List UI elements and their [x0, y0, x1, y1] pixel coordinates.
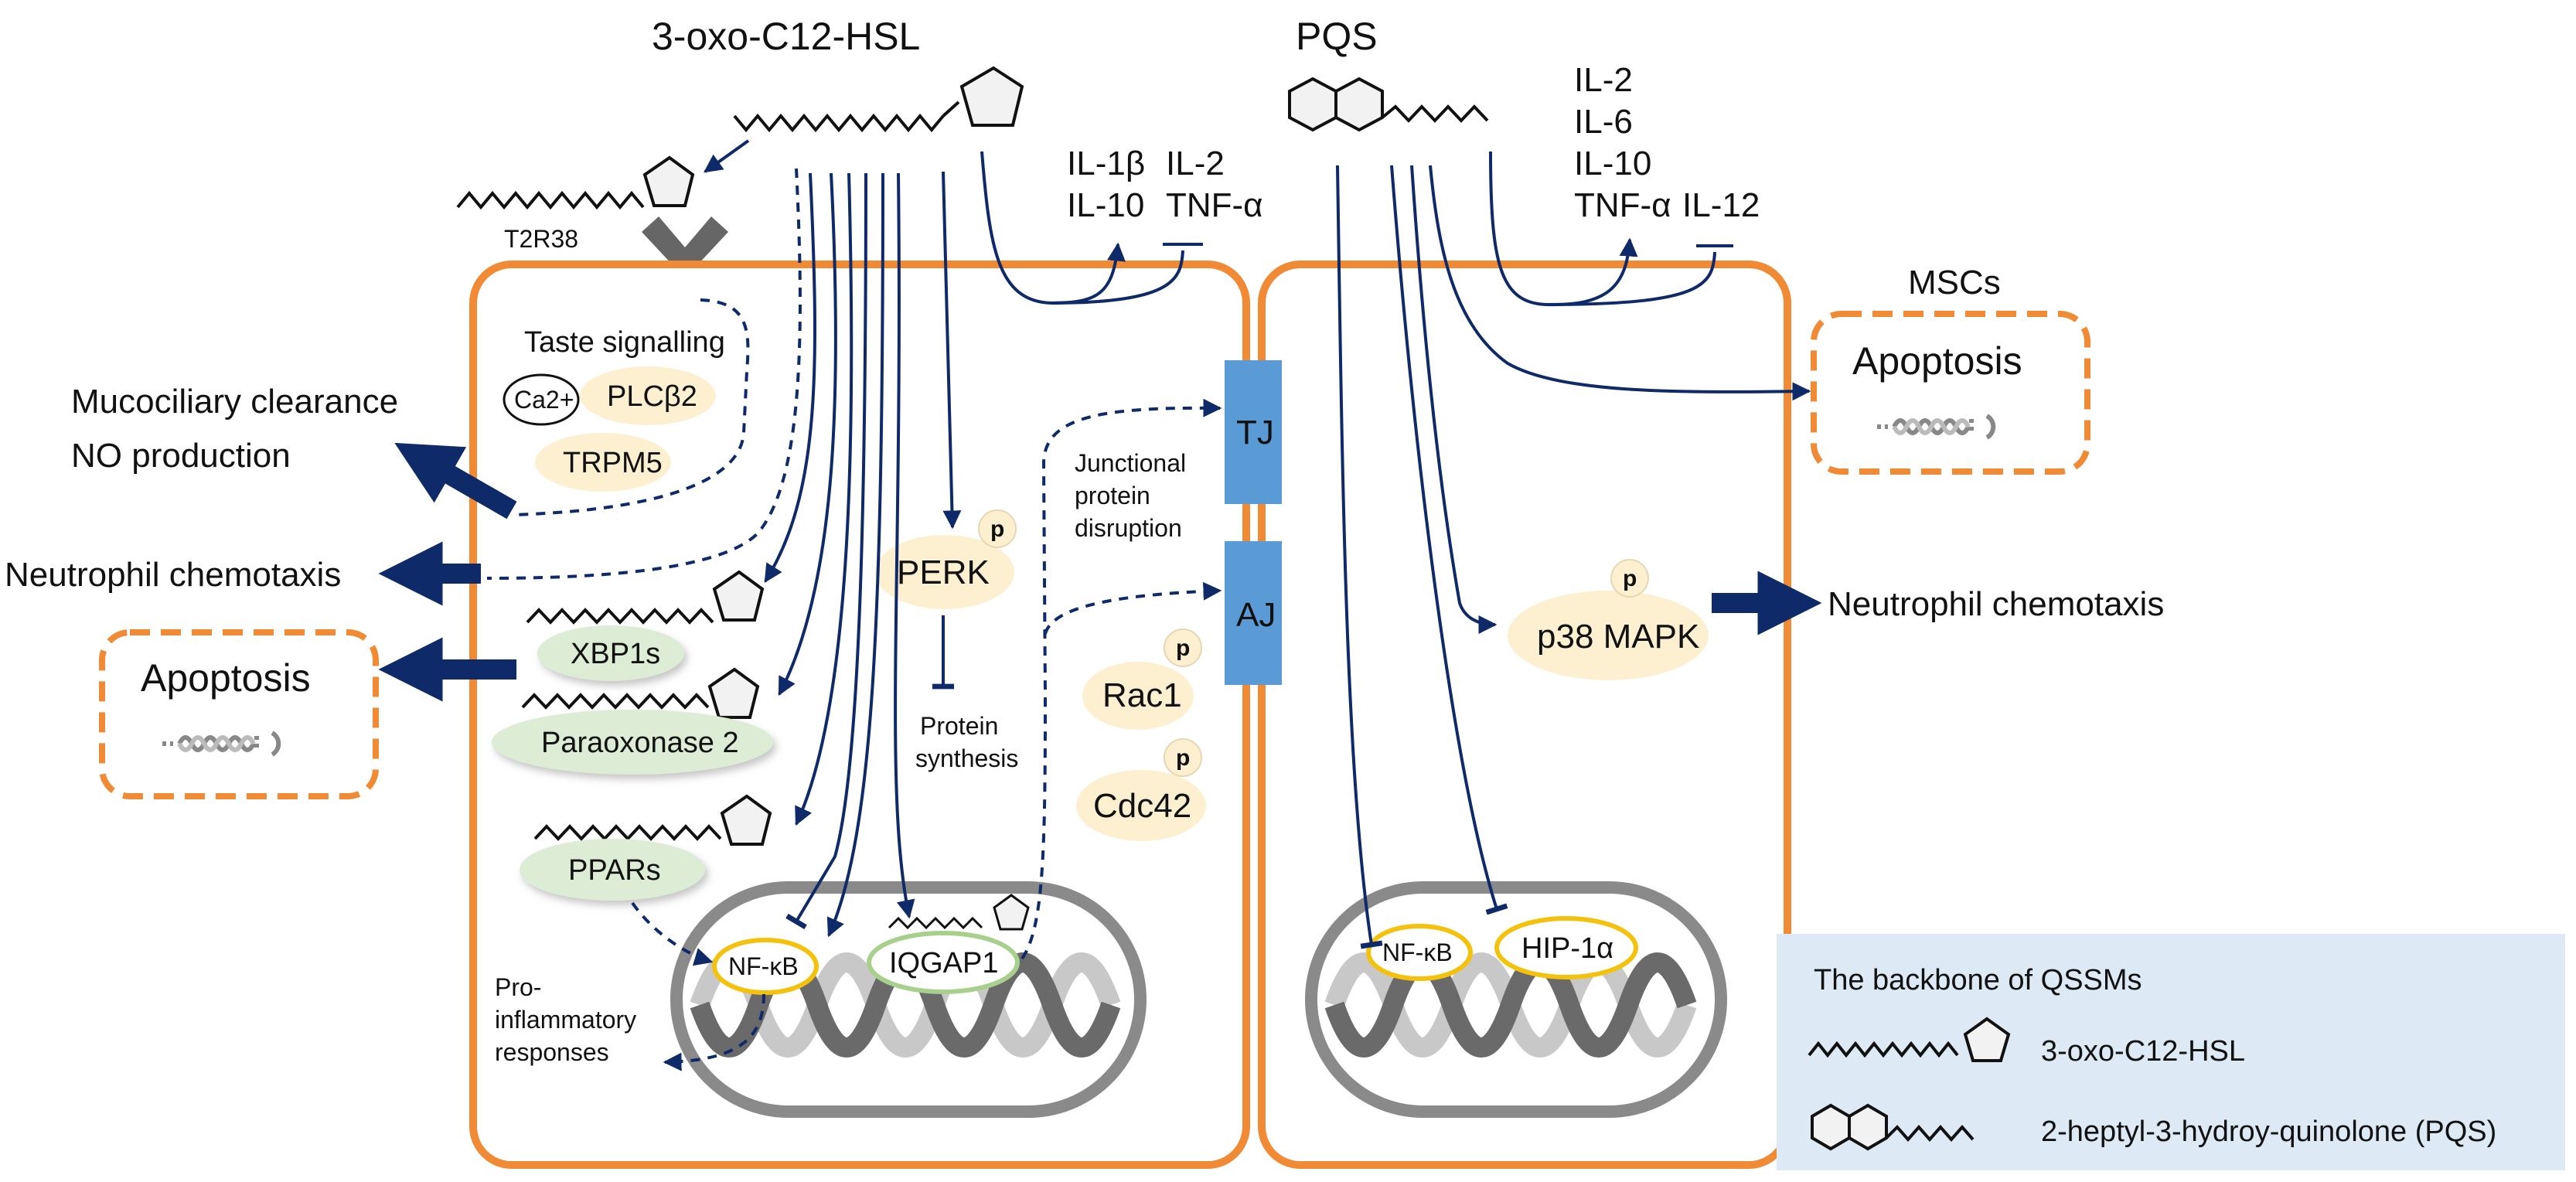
- junctional-line1: Junctional: [1075, 449, 1186, 477]
- paraoxonase-label: Paraoxonase 2: [541, 727, 739, 759]
- protein-synthesis-line1: Protein: [920, 712, 998, 740]
- right-nfkb-label: NF-κB: [1382, 938, 1453, 966]
- junctional-line3: disruption: [1075, 514, 1182, 542]
- pathway-lines: [486, 139, 1811, 1071]
- legend-pqs-label: 2-heptyl-3-hydroy-quinolone (PQS): [2041, 1116, 2496, 1148]
- neutrophil-right-label: Neutrophil chemotaxis: [1828, 585, 2164, 623]
- p38-phospho-circle: [1610, 559, 1649, 598]
- dna-fragment-icon: [1877, 414, 1996, 440]
- dna-fragment-icon: [162, 731, 281, 757]
- right-cytokine-il6: IL-6: [1574, 103, 1633, 141]
- xbp1s-hsl: [526, 570, 765, 625]
- hip1a-label: HIP-1α: [1521, 932, 1613, 965]
- legend-title: The backbone of QSSMs: [1814, 964, 2142, 996]
- legend-hsl-icon: [1808, 1017, 2011, 1062]
- rac1-ellipse: [1082, 662, 1194, 730]
- left-cytokine-il2: IL-2: [1166, 145, 1225, 182]
- aj-label: AJ: [1236, 596, 1276, 634]
- pro-inflam-line1: Pro-: [495, 973, 541, 1001]
- cdc42-ellipse: [1076, 770, 1206, 841]
- left-nucleus: [670, 881, 1147, 1118]
- right-cytokine-tnfa: TNF-α: [1574, 186, 1671, 224]
- plcb2-ellipse: [580, 366, 716, 425]
- iqgap1-hsl: [888, 894, 1030, 931]
- left-nfkb-label: NF-κB: [728, 952, 799, 980]
- hip1a-ellipse: [1494, 916, 1638, 979]
- apoptosis-left-label: Apoptosis: [141, 656, 311, 700]
- apoptosis-right-label: Apoptosis: [1852, 339, 2022, 383]
- tj-label: TJ: [1236, 414, 1274, 451]
- p38-ellipse: [1508, 591, 1709, 680]
- plcb2-label: PLCβ2: [607, 380, 697, 413]
- legend-pqs-icon: [1811, 1103, 1975, 1151]
- t2r38-label: T2R38: [504, 225, 578, 253]
- perk-label: PERK: [897, 554, 990, 591]
- junctional-line2: protein: [1075, 482, 1150, 509]
- mscs-label: MSCs: [1908, 264, 2001, 301]
- protein-synthesis-line2: synthesis: [915, 744, 1018, 772]
- right-cytokine-il12: IL-12: [1682, 186, 1760, 224]
- left-cytokine-il10: IL-10: [1067, 186, 1144, 224]
- ppars-label: PPARs: [568, 854, 661, 887]
- calcium-label: Ca2+: [514, 386, 574, 414]
- right-nfkb-ellipse: [1366, 924, 1473, 981]
- legend-box: [1777, 934, 2565, 1170]
- perk-ellipse: [875, 535, 1014, 609]
- ppars-ellipse: [520, 839, 705, 901]
- xbp1s-label: XBP1s: [571, 638, 660, 670]
- apoptosis-box-left: [99, 629, 379, 799]
- left-cytokine-tnfa: TNF-α: [1166, 186, 1263, 224]
- rac1-phospho-label: p: [1176, 635, 1190, 661]
- right-cytokine-il2: IL-2: [1574, 61, 1633, 99]
- left-cytokine-il1b: IL-1β: [1067, 145, 1145, 182]
- xbp1s-ellipse: [537, 625, 684, 681]
- left-nfkb-ellipse: [712, 938, 819, 995]
- iqgap1-label: IQGAP1: [889, 947, 999, 979]
- right-cytokine-il10: IL-10: [1574, 145, 1651, 182]
- mucociliary-big-arrow: [394, 442, 517, 519]
- mucociliary-label: Mucociliary clearance: [71, 383, 398, 421]
- hsl-title: 3-oxo-C12-HSL: [652, 15, 920, 58]
- trpm5-label: TRPM5: [563, 447, 663, 479]
- apoptosis-box-right: [1811, 311, 2090, 475]
- pqs-title: PQS: [1296, 15, 1378, 58]
- no-production-label: NO production: [71, 437, 291, 475]
- p38-phospho-label: p: [1623, 566, 1637, 591]
- calcium-ellipse: [503, 373, 580, 426]
- pqs-molecule-top: [1288, 77, 1489, 132]
- pro-inflam-line2: inflammatory: [495, 1006, 636, 1034]
- rac1-label: Rac1: [1102, 676, 1182, 714]
- cdc42-label: Cdc42: [1093, 787, 1191, 825]
- paraoxonase-ellipse: [492, 710, 773, 775]
- rac1-phospho-circle: [1164, 628, 1202, 667]
- iqgap1-ellipse: [867, 931, 1020, 994]
- taste-signalling-label: Taste signalling: [524, 326, 725, 359]
- paraoxonase-hsl: [521, 667, 760, 719]
- adherens-junction: [1225, 541, 1282, 685]
- tight-junction: [1225, 360, 1282, 504]
- ppars-hsl: [533, 794, 772, 846]
- trpm5-ellipse: [535, 433, 671, 492]
- p38-label: p38 MAPK: [1537, 618, 1699, 656]
- perk-phospho-label: p: [990, 516, 1004, 542]
- neutrophil-left-label: Neutrophil chemotaxis: [5, 556, 341, 594]
- pro-inflam-line3: responses: [495, 1038, 609, 1066]
- legend-hsl-label: 3-oxo-C12-HSL: [2041, 1035, 2245, 1068]
- cdc42-phospho-label: p: [1176, 745, 1190, 771]
- cdc42-phospho-circle: [1164, 738, 1202, 777]
- right-nucleus: [1305, 881, 1727, 1118]
- perk-phospho-circle: [978, 509, 1017, 548]
- hsl-molecule-top: [733, 66, 1024, 133]
